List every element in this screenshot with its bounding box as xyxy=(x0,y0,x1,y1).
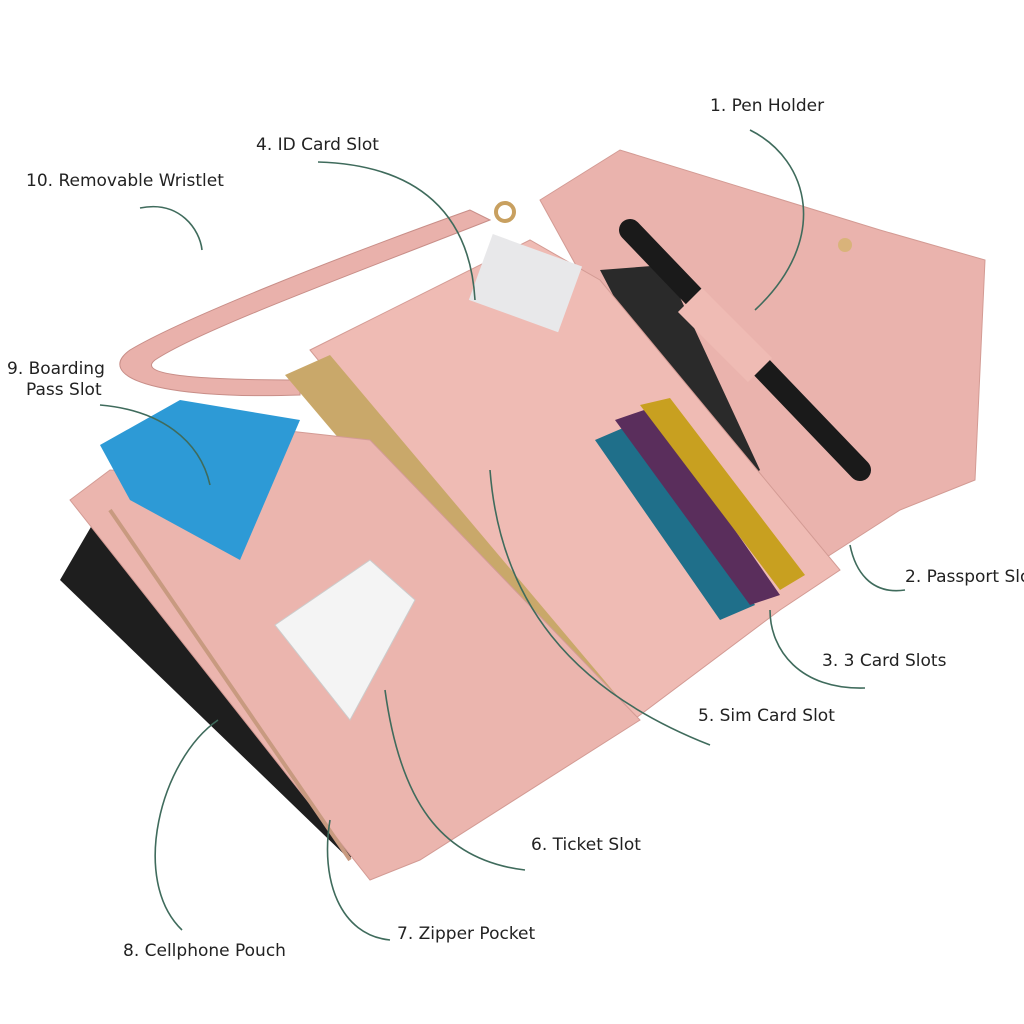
label-sim-card-slot: 5. Sim Card Slot xyxy=(698,706,835,726)
label-boarding-pass-line2: Pass Slot xyxy=(26,380,102,400)
zipper xyxy=(108,508,352,862)
arrow-zipper xyxy=(326,819,391,941)
arrow-cellphone xyxy=(154,719,219,931)
pen-loop xyxy=(677,287,773,383)
arrow-boarding xyxy=(99,404,211,486)
label-wristlet: 10. Removable Wristlet xyxy=(26,171,224,191)
label-passport-slot: 2. Passport Slot xyxy=(905,567,1024,587)
visa-card-2 xyxy=(615,408,780,605)
arrow-card-slots xyxy=(769,609,866,689)
id-card xyxy=(468,234,583,333)
label-id-card-slot: 4. ID Card Slot xyxy=(256,135,379,155)
label-boarding-pass-line1: 9. Boarding xyxy=(7,359,105,379)
visa-card-3 xyxy=(640,398,805,590)
wristlet-strap xyxy=(119,209,492,397)
label-ticket-slot: 6. Ticket Slot xyxy=(531,835,641,855)
label-cellphone-pouch: 8. Cellphone Pouch xyxy=(123,941,286,961)
label-card-slots: 3. 3 Card Slots xyxy=(822,651,947,671)
arrow-id-card xyxy=(317,161,476,301)
visa-card-1 xyxy=(595,425,755,620)
label-pen-holder: 1. Pen Holder xyxy=(710,96,825,116)
arrow-pen-holder xyxy=(749,129,805,311)
arrow-ticket xyxy=(384,689,526,871)
arrow-sim-card xyxy=(489,469,711,746)
callout-arrows xyxy=(99,129,906,941)
label-zipper-pocket: 7. Zipper Pocket xyxy=(397,924,536,944)
boarding-pass xyxy=(100,400,300,560)
snap-button xyxy=(838,238,852,252)
ticket xyxy=(274,559,416,721)
wristlet-clasp xyxy=(494,201,516,223)
arrow-wristlet xyxy=(139,205,203,251)
arrow-passport-slot xyxy=(849,544,906,592)
